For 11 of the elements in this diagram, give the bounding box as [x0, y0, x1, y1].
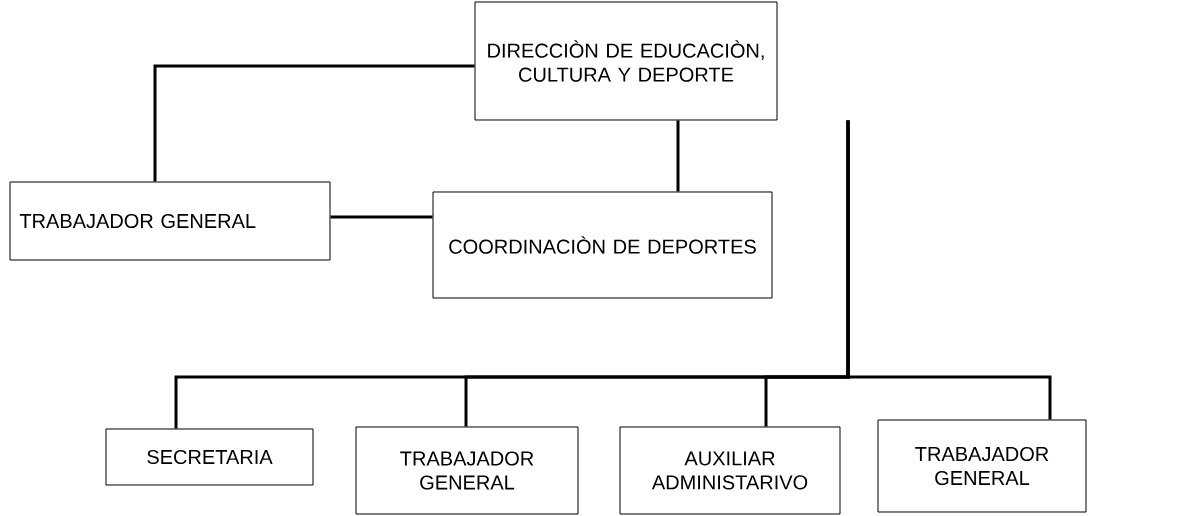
- org-box: SECRETARIA: [105, 428, 314, 486]
- org-box: DIRECCIÒN DE EDUCACIÒN, CULTURA Y DEPORTE: [474, 1, 778, 121]
- connector-line: [330, 215, 433, 219]
- org-box: AUXILIAR ADMINISTARIVO: [619, 426, 841, 515]
- connector-line: [676, 120, 680, 192]
- connector-line: [846, 120, 1052, 420]
- org-box: COORDINACIÒN DE DEPORTES: [432, 191, 773, 299]
- connector-line: [153, 64, 475, 182]
- org-box: TRABAJADOR GENERAL: [9, 181, 331, 261]
- org-box: TRABAJADOR GENERAL: [877, 419, 1087, 513]
- org-box: TRABAJADOR GENERAL: [355, 426, 579, 515]
